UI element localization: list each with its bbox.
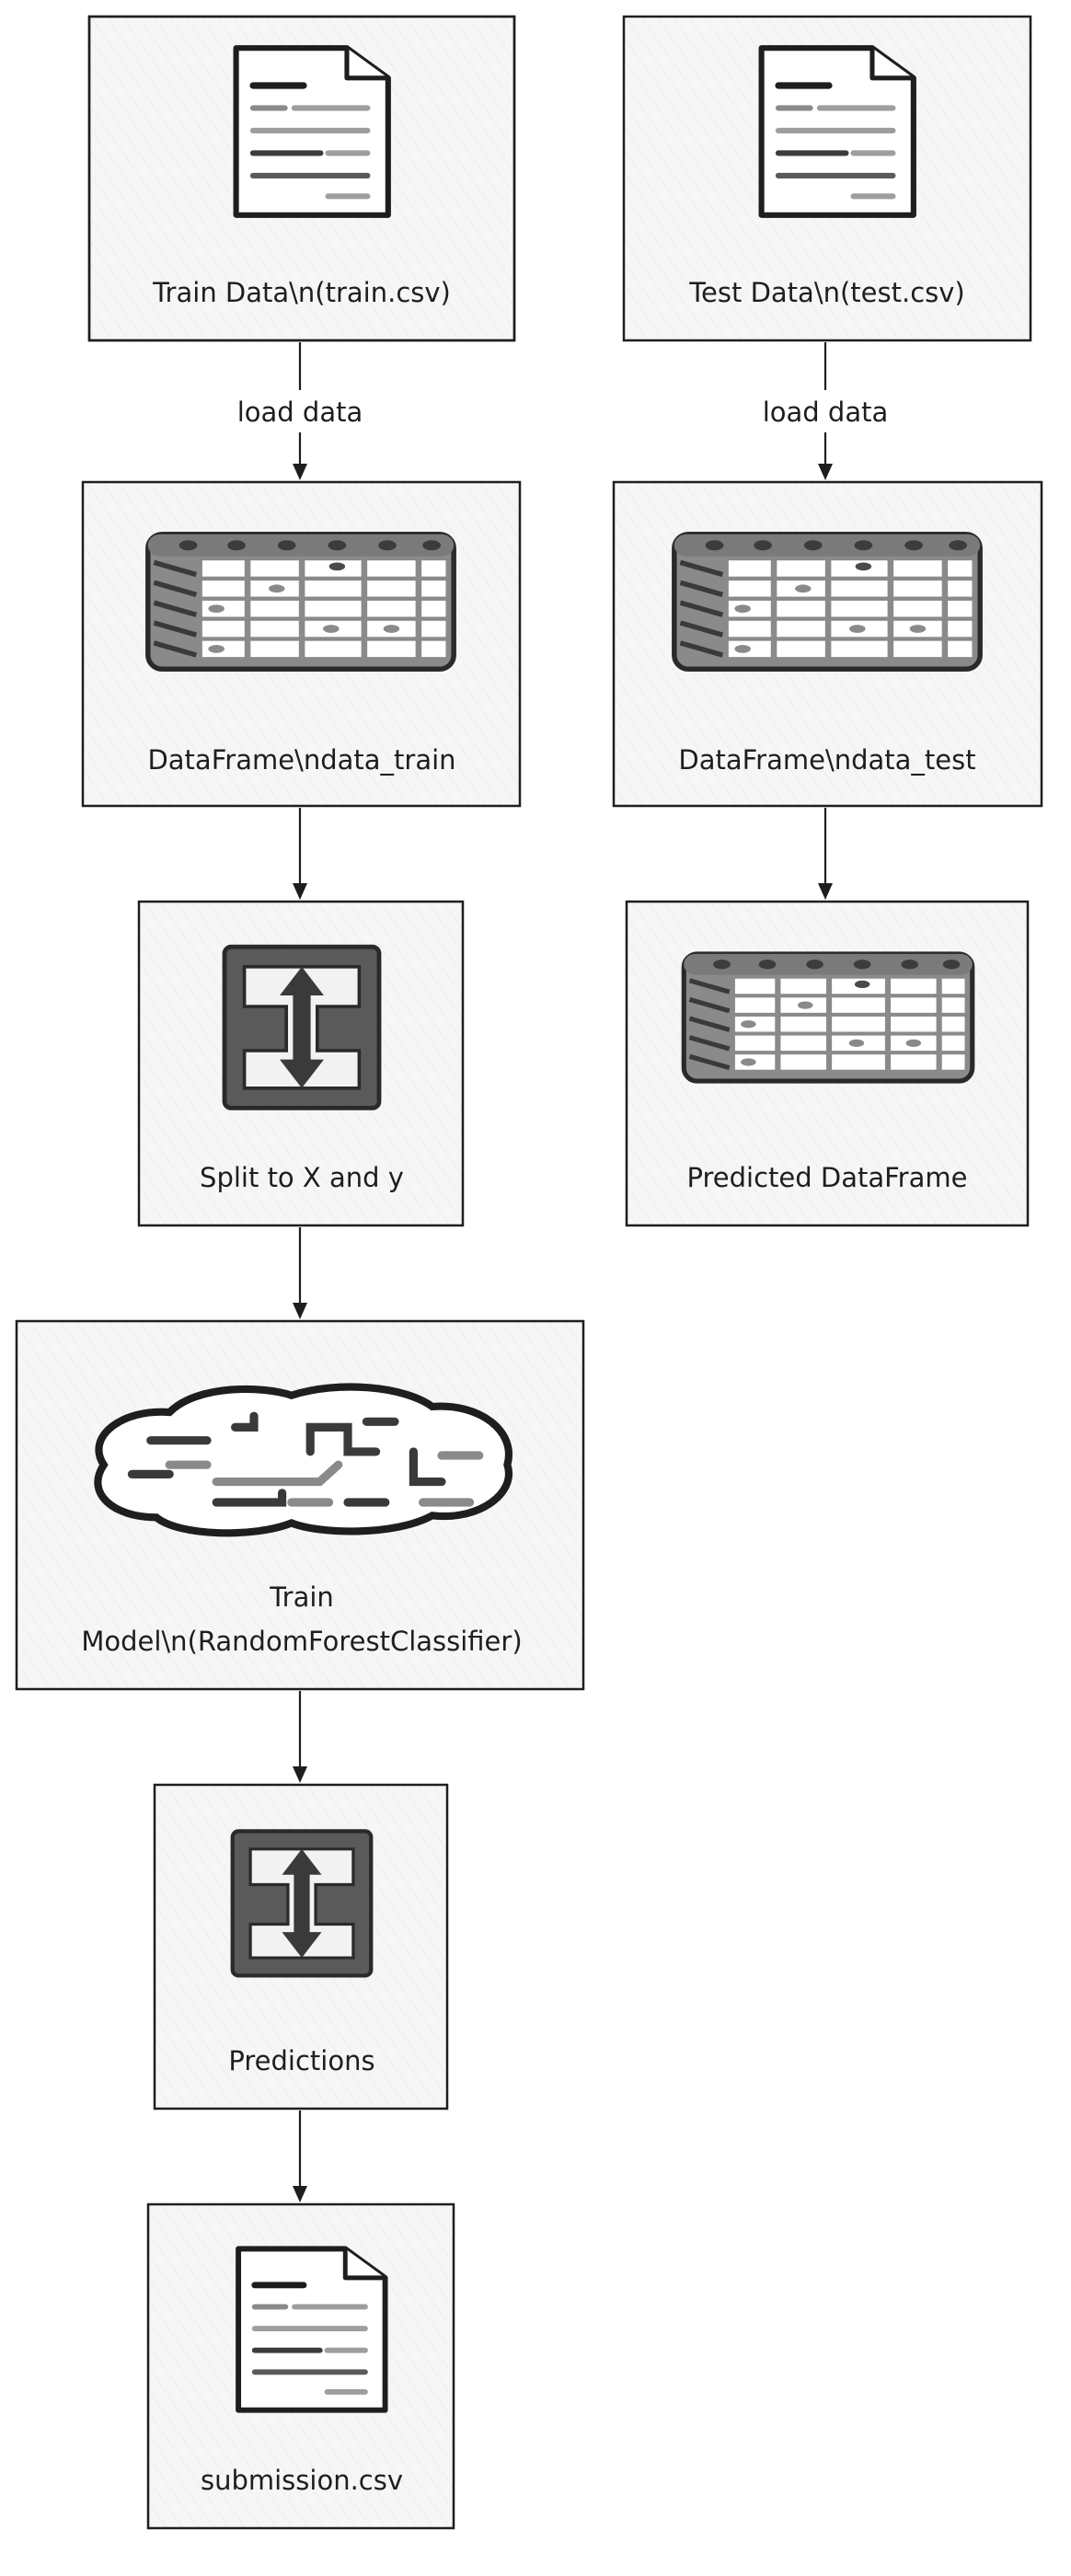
node-train-model[interactable]: Train Model\n(RandomForestClassifier) xyxy=(15,1319,585,1691)
node-label: submission.csv xyxy=(201,2465,403,2496)
node-dataframe-train[interactable]: DataFrame\ndata_train xyxy=(81,480,522,808)
table-icon xyxy=(684,954,973,1081)
node-label: Train Data\n(train.csv) xyxy=(152,277,451,308)
node-label: Split to X and y xyxy=(200,1162,404,1193)
split-arrows-icon xyxy=(233,1831,372,1975)
edge-label: load data xyxy=(763,397,889,428)
node-dataframe-test[interactable]: DataFrame\ndata_test xyxy=(612,480,1043,808)
node-predictions[interactable]: Predictions xyxy=(153,1783,449,2110)
document-icon xyxy=(762,48,914,215)
node-split[interactable]: Split to X and y xyxy=(137,900,465,1227)
node-train-data[interactable]: Train Data\n(train.csv) xyxy=(87,15,516,342)
brain-icon xyxy=(98,1386,509,1533)
node-submission[interactable]: submission.csv xyxy=(146,2202,455,2530)
edge-label: load data xyxy=(237,397,363,428)
edge-dataframe-train-to-split xyxy=(293,808,307,900)
node-label: DataFrame\ndata_train xyxy=(147,744,455,776)
node-label: Train xyxy=(269,1581,334,1613)
edge-train-data-to-dataframe-train: load data xyxy=(237,342,363,480)
table-icon xyxy=(148,535,454,670)
node-label: Predicted DataFrame xyxy=(687,1162,968,1193)
node-label: Test Data\n(test.csv) xyxy=(688,277,964,308)
edge-dataframe-test-to-predicted xyxy=(818,808,833,900)
edge-train-model-to-predictions xyxy=(293,1691,307,1783)
node-label: Predictions xyxy=(228,2045,374,2076)
split-arrows-icon xyxy=(225,947,379,1108)
node-label: Model\n(RandomForestClassifier) xyxy=(81,1626,522,1657)
document-icon xyxy=(238,2248,386,2409)
edge-split-to-train-model xyxy=(293,1227,307,1319)
node-label: DataFrame\ndata_test xyxy=(678,744,975,776)
node-test-data[interactable]: Test Data\n(test.csv) xyxy=(622,15,1032,342)
document-icon xyxy=(236,48,388,215)
table-icon xyxy=(674,535,980,670)
node-predicted-dataframe[interactable]: Predicted DataFrame xyxy=(625,900,1030,1227)
edge-predictions-to-submission xyxy=(293,2110,307,2202)
edge-test-data-to-dataframe-test: load data xyxy=(763,342,889,480)
